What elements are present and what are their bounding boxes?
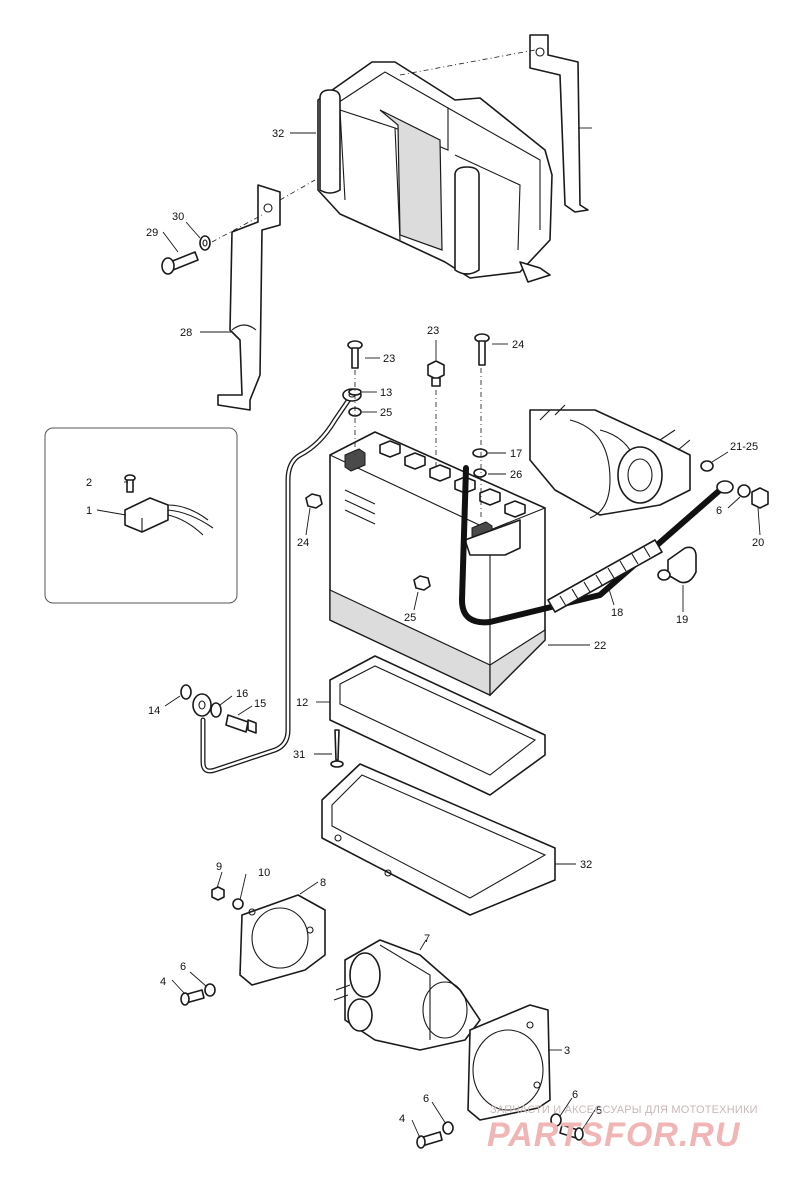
rear-bracket-part: [529, 34, 589, 213]
bolt-5-part: [559, 1124, 584, 1141]
washer-13-part: [180, 684, 192, 700]
washer-6d-part: [550, 1113, 562, 1127]
callout-26: 32: [272, 128, 284, 140]
tray-liner-11-part: [329, 655, 546, 796]
relay-1-part: [124, 497, 214, 536]
positive-cable-part: [459, 465, 734, 626]
inset-frame: [44, 427, 238, 604]
callout-30: 30: [172, 211, 184, 223]
callout-24-center: 25: [404, 612, 416, 624]
screw-23a-part: [347, 340, 363, 369]
front-bracket-part: [217, 184, 281, 411]
watermark: ЗАПЧАСТИ И АКСЕССУАРЫ ДЛЯ МОТОТЕХНИКИ PA…: [487, 1104, 758, 1154]
nut-24b-part: [413, 575, 431, 591]
starter-motor-7-part: [333, 939, 481, 1051]
callout-5: 5: [596, 1105, 602, 1117]
callout-6-lower-right: 6: [572, 1089, 578, 1101]
washer-6b-part: [204, 983, 216, 997]
callout-25-right: 26: [510, 469, 522, 481]
callout-6-lower-left: 6: [423, 1093, 429, 1105]
bolt-4b-part: [416, 1131, 443, 1149]
callout-22: 23: [427, 325, 439, 337]
callout-23-right: 24: [512, 339, 524, 351]
callout-24-left: 24: [297, 537, 309, 549]
callout-1: 1: [86, 505, 92, 517]
callout-28: 28: [180, 327, 192, 339]
screw-23b-part: [474, 333, 490, 366]
pin-31-part: [330, 729, 344, 768]
callout-25-left: 25: [380, 407, 392, 419]
washer-16-part: [472, 448, 488, 458]
boot-18-part: [657, 546, 697, 584]
callout-19: 20: [752, 537, 764, 549]
callout-4-lower: 4: [399, 1113, 405, 1125]
washer-6a-part: [737, 484, 751, 498]
callout-32: 32: [580, 859, 592, 871]
callout-11: 12: [296, 697, 308, 709]
nut-9-part: [211, 886, 225, 901]
leader-lines: [96, 127, 761, 1139]
starter-upper-part: [529, 404, 691, 519]
callout-4-mid: 4: [160, 976, 166, 988]
nut-24a-part: [305, 493, 323, 509]
callout-6-upper: 6: [716, 505, 722, 517]
callout-6-mid: 6: [180, 961, 186, 973]
tray-32-part: [321, 763, 556, 916]
washer-15-part: [210, 702, 222, 718]
callout-3: 3: [564, 1045, 570, 1057]
washer-6c-part: [442, 1121, 454, 1135]
callout-21-25: 22: [594, 640, 606, 652]
callout-31: 31: [293, 749, 305, 761]
callout-2: 2: [86, 477, 92, 489]
washer-20-part: [700, 460, 714, 472]
bolt-14-part: [225, 714, 257, 734]
callout-labels: 32 30 29 28 2 1 23 23 24 13 25 17 26 21-…: [86, 128, 764, 1125]
callout-29: 29: [146, 227, 158, 239]
callout-9: 9: [216, 861, 222, 873]
callout-10: 10: [258, 867, 270, 879]
callout-17: 18: [611, 607, 623, 619]
watermark-brand: PARTSFOR.RU: [487, 1116, 741, 1154]
bolt-4a-part: [180, 989, 205, 1006]
watermark-tagline: ЗАПЧАСТИ И АКСЕССУАРЫ ДЛЯ МОТОТЕХНИКИ: [490, 1104, 758, 1116]
callout-15: 16: [236, 688, 248, 700]
callout-14: 15: [254, 698, 266, 710]
flange-3-part: [467, 1004, 551, 1121]
callout-8: 8: [320, 877, 326, 889]
nut-19-part: [751, 487, 769, 509]
battery-part: [329, 431, 546, 697]
washer-10-part: [232, 898, 244, 910]
callout-13: 14: [148, 705, 160, 717]
callout-18: 19: [676, 614, 688, 626]
callout-12: 13: [380, 387, 392, 399]
screw-2-part: [124, 474, 136, 493]
callout-7: 7: [424, 933, 430, 945]
battery-cover-part: [317, 61, 553, 283]
washer-30-part: [199, 235, 211, 251]
vent-22-part: [427, 360, 445, 387]
sleeve-17-part: [547, 539, 663, 613]
washer-25b-part: [473, 468, 487, 478]
callout-23-left: 23: [383, 353, 395, 365]
callout-16: 17: [510, 448, 522, 460]
flange-8-part: [239, 894, 326, 986]
callout-20: 21-25: [730, 441, 758, 453]
bolt-29-part: [161, 251, 199, 275]
